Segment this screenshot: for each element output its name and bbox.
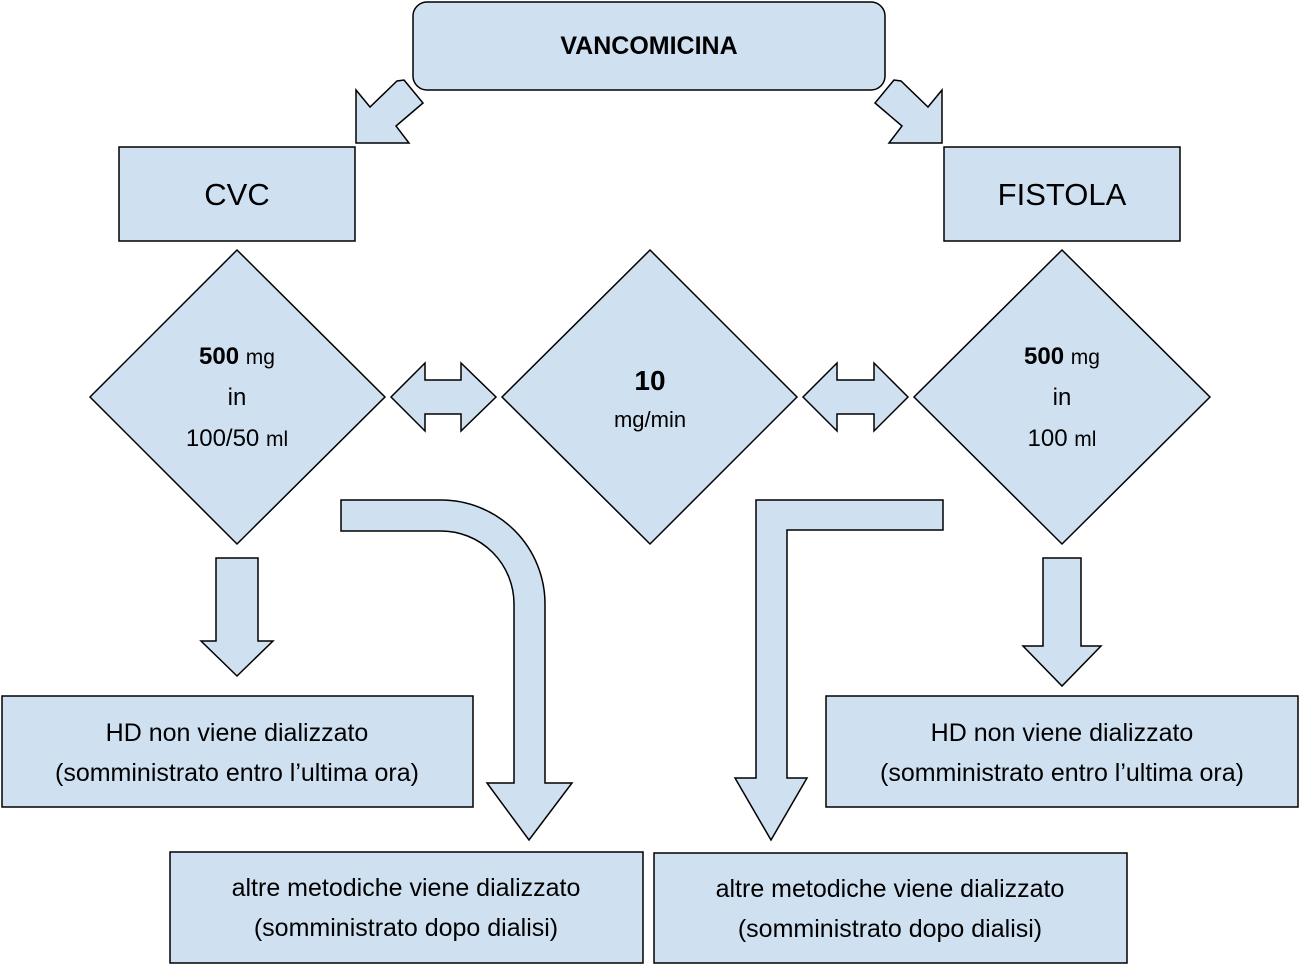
arrow-to-cvc (355, 79, 425, 144)
fistola-hd-box (825, 695, 1299, 808)
title-box (412, 1, 886, 91)
fistola-dose-line: 500 mg (1024, 343, 1100, 370)
cvc-box (118, 146, 356, 242)
fistola-box (943, 146, 1181, 242)
cvc-other-line2: (somministrato dopo dialisi) (254, 914, 558, 942)
title-text: VANCOMICINA (560, 32, 737, 60)
cvc-other-line1: altre metodiche viene dializzato (232, 874, 581, 902)
cvc-hd-box (1, 695, 474, 808)
fistola-dose-in: in (1053, 384, 1072, 411)
fistola-volume-line: 100 ml (1028, 425, 1097, 452)
double-arrow-right (801, 361, 910, 433)
fistola-dose-diamond (912, 248, 1212, 546)
fistola-volume-value: 100 (1028, 425, 1068, 452)
cvc-other-box (169, 851, 644, 964)
fistola-dose-value: 500 (1024, 343, 1064, 370)
cvc-bent-arrow (340, 499, 574, 842)
cvc-dose-diamond (88, 248, 387, 546)
cvc-hd-line1: HD non viene dializzato (106, 719, 369, 747)
fistola-other-line1: altre metodiche viene dializzato (716, 875, 1065, 903)
fistola-volume-unit: ml (1074, 428, 1096, 451)
cvc-dose-unit: mg (246, 346, 275, 369)
fistola-hd-line2: (somministrato entro l’ultima ora) (880, 759, 1244, 787)
fistola-down-arrow (1021, 557, 1103, 688)
cvc-dose-line: 500 mg (199, 343, 275, 370)
cvc-volume-value: 100/50 (186, 425, 259, 452)
cvc-volume-line: 100/50 ml (186, 425, 288, 452)
fistola-other-line2: (somministrato dopo dialisi) (738, 915, 1042, 943)
double-arrow-left (389, 361, 498, 433)
rate-unit: mg/min (614, 407, 686, 432)
cvc-volume-unit: ml (266, 428, 288, 451)
cvc-label: CVC (204, 177, 269, 212)
fistola-other-box (653, 852, 1128, 964)
fistola-label: FISTOLA (998, 177, 1127, 212)
fistola-dose-unit: mg (1071, 346, 1100, 369)
cvc-dose-in: in (228, 384, 247, 411)
cvc-down-arrow (199, 557, 275, 678)
rate-value: 10 (634, 365, 665, 396)
cvc-hd-line2: (somministrato entro l’ultima ora) (55, 759, 419, 787)
cvc-dose-value: 500 (199, 343, 239, 370)
rate-diamond (500, 248, 799, 546)
arrow-to-fistola (873, 79, 943, 144)
fistola-hd-line1: HD non viene dializzato (931, 719, 1194, 747)
fistola-bent-arrow (733, 499, 944, 842)
